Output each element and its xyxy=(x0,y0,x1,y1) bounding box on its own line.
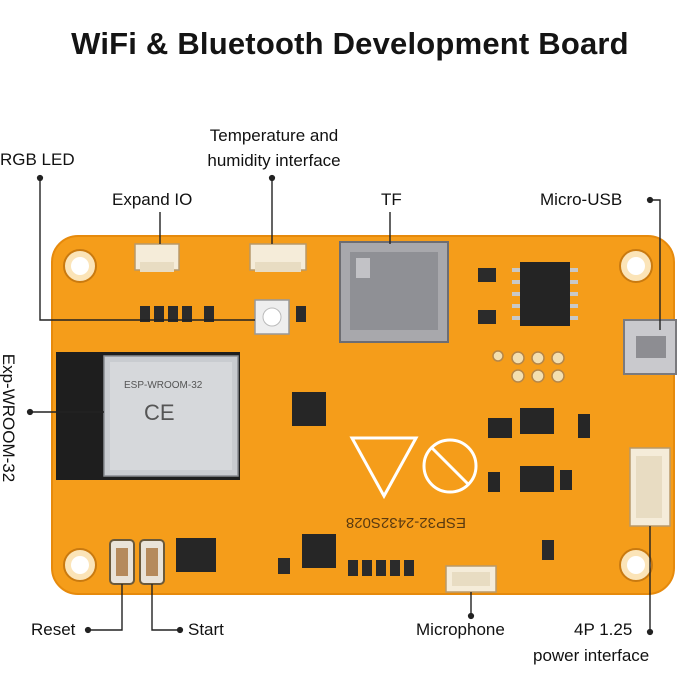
start-button xyxy=(139,539,165,585)
microphone-connector xyxy=(445,565,497,593)
leader-lines xyxy=(26,174,661,636)
label-start: Start xyxy=(188,620,224,639)
u3-chip xyxy=(176,538,216,572)
transistors xyxy=(478,268,496,324)
rgb-led xyxy=(254,299,290,335)
module-silk-text: ESP-WROOM-32 xyxy=(124,380,203,391)
tf-card-slot xyxy=(339,241,449,343)
test-pads xyxy=(492,350,565,383)
temperature-connector xyxy=(249,243,307,272)
label-tf: TF xyxy=(381,190,402,209)
reset-button xyxy=(109,539,135,585)
label-power-line2: power interface xyxy=(533,646,650,665)
power-connector xyxy=(629,447,671,527)
micro-usb-port xyxy=(623,319,677,375)
label-microphone: Microphone xyxy=(416,620,505,639)
regulator-chips xyxy=(488,408,590,492)
pcb-board xyxy=(51,235,675,595)
resistor-row xyxy=(140,306,306,322)
label-reset: Reset xyxy=(31,620,76,639)
esp-wroom-32-module: ESP-WROOM-32 CE xyxy=(56,352,240,480)
label-rgb-led: RGB LED xyxy=(0,150,75,169)
expand-io-connector xyxy=(134,243,180,272)
mounting-holes xyxy=(63,249,653,582)
label-power-line1: 4P 1.25 xyxy=(574,620,633,639)
bottom-components xyxy=(278,540,554,576)
svg-text:CE: CE xyxy=(144,400,175,425)
label-temperature-line1: Temperature and xyxy=(209,126,339,145)
label-temperature-line2: humidity interface xyxy=(207,151,341,170)
warning-symbols xyxy=(349,436,478,500)
label-esp-module: Exp-WROOM-32 xyxy=(0,353,18,483)
u4-chip xyxy=(292,392,326,426)
label-expand-io: Expand IO xyxy=(112,190,193,209)
model-silkscreen: ESP32-2432S028 xyxy=(346,514,466,531)
u5-chip xyxy=(302,534,336,568)
u6-ic xyxy=(512,262,578,326)
label-micro-usb: Micro-USB xyxy=(540,190,623,209)
page-title: WiFi & Bluetooth Development Board xyxy=(71,26,629,61)
